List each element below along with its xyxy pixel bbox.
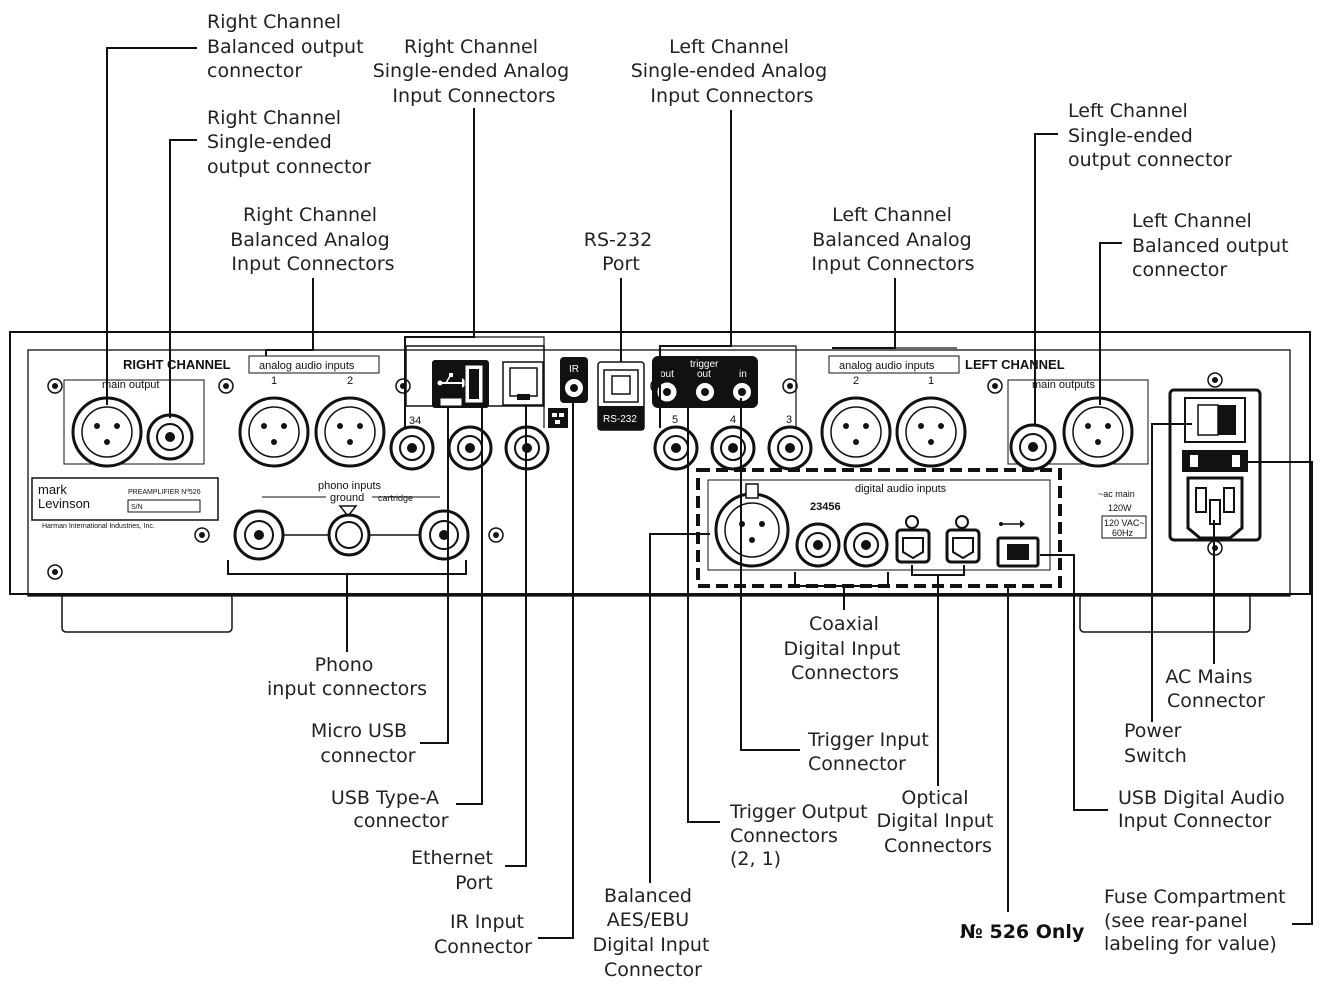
brand-logo-line-2: Levinson: [38, 496, 90, 511]
leader-lines: [106, 47, 1313, 939]
right-se-inputs-number: 34: [409, 415, 421, 427]
model-label: PREAMPLIFIER Nº526: [128, 489, 201, 496]
callout-left-balanced-inputs: Left Channel Balanced Analog Input Conne…: [811, 204, 977, 275]
callout-left-balanced-output: Left Channel Balanced output connector: [1132, 210, 1295, 281]
cartridge-label: cartridge: [378, 493, 413, 503]
fuse-compartment: [1182, 450, 1248, 472]
callout-ir-input: IR Input Connector: [434, 911, 532, 958]
left-balanced-output-xlr: [1062, 396, 1134, 468]
callouts: Right Channel Balanced output connector …: [207, 11, 1295, 981]
callout-trigger-input: Trigger Input Connector: [807, 729, 935, 775]
left-foot: [61, 593, 233, 633]
rear-panel: RIGHT CHANNEL LEFT CHANNEL main output: [9, 331, 1311, 633]
right-input-1-label: 1: [271, 375, 277, 387]
phono-input-rca-right: [233, 509, 285, 561]
right-main-output-frame: [63, 379, 205, 465]
right-se-input-rca-2: [447, 425, 493, 471]
callout-right-single-ended-inputs: Right Channel Single-ended Analog Input …: [373, 36, 576, 107]
callout-right-single-ended-output: Right Channel Single-ended output connec…: [207, 107, 371, 178]
optical-input-2: [945, 515, 981, 564]
right-balanced-input-2-xlr: [314, 396, 386, 468]
manufacturer-label: Harman International Industries, Inc.: [42, 523, 155, 530]
right-se-input-rca-1: [389, 425, 435, 471]
optical-input-1: [895, 515, 931, 564]
serial-number-label: S/N: [131, 504, 143, 511]
callout-left-single-ended-inputs: Left Channel Single-ended Analog Input C…: [631, 36, 834, 107]
callout-coaxial: Coaxial Digital Input Connectors: [784, 613, 907, 684]
right-single-ended-output-rca: [146, 413, 194, 461]
usb-digital-audio-input: [996, 520, 1040, 568]
digital-audio-inputs-label: digital audio inputs: [855, 483, 947, 495]
callout-ac-mains: AC Mains Connector: [1165, 666, 1265, 712]
trigger-label: trigger: [690, 359, 719, 370]
left-se-input-rca-4: [710, 425, 756, 471]
trigger-block: [652, 356, 758, 408]
left-se-input-3-label: 3: [786, 414, 792, 426]
callout-optical: Optical Digital Input Connectors: [877, 787, 1000, 857]
callout-ethernet: Ethernet Port: [411, 847, 499, 894]
callout-fuse-compartment: Fuse Compartment (see rear-panel labelin…: [1104, 886, 1292, 955]
phono-input-rca-left: [418, 509, 470, 561]
phono-inputs-label: phono inputs: [318, 480, 381, 492]
callout-aes-ebu: Balanced AES/EBU Digital Input Connector: [593, 885, 716, 981]
brand-plate: [31, 477, 219, 521]
callout-power-switch: Power Switch: [1124, 720, 1188, 767]
callout-left-single-ended-output: Left Channel Single-ended output connect…: [1068, 100, 1232, 171]
main-outputs-label: main outputs: [1032, 379, 1095, 391]
left-se-input-4-label: 4: [730, 414, 736, 426]
callout-usb-type-a: USB Type-A connector: [331, 787, 449, 832]
left-se-input-5-label: 5: [672, 414, 678, 426]
left-input-2-label: 2: [853, 375, 859, 387]
left-balanced-input-1-xlr: [895, 396, 967, 468]
ac-mains-inlet: [1186, 476, 1244, 540]
callout-micro-usb: Micro USB connector: [311, 720, 416, 767]
left-single-ended-output-rca: [1009, 423, 1057, 471]
left-se-input-rca-3: [767, 425, 813, 471]
coax-input-2: [843, 522, 889, 568]
callout-right-balanced-inputs: Right Channel Balanced Analog Input Conn…: [230, 204, 396, 275]
left-analog-inputs-label: analog audio inputs: [839, 360, 935, 372]
wattage-label: 120W: [1108, 503, 1132, 513]
trigger-in-label: in: [739, 369, 747, 380]
ground-label: ground: [330, 492, 364, 504]
right-balanced-input-1-xlr: [238, 396, 310, 468]
digital-input-numbers: 23456: [810, 501, 841, 513]
callout-rs232: RS-232 Port: [584, 229, 658, 275]
ir-label: IR: [569, 364, 579, 375]
ac-main-label: ~ac main: [1098, 489, 1135, 499]
left-balanced-input-2-xlr: [820, 396, 892, 468]
trigger-out-label-1: out: [660, 369, 674, 380]
main-output-label: main output: [102, 379, 159, 391]
brand-logo-line-1: mark: [38, 482, 67, 497]
micro-usb-port: [439, 397, 463, 407]
callout-no526-only: № 526 Only: [960, 921, 1085, 943]
phono-ground-post: [327, 513, 371, 557]
right-input-2-label: 2: [347, 375, 353, 387]
right-analog-inputs-label: analog audio inputs: [259, 360, 355, 372]
callout-right-balanced-output: Right Channel Balanced output connector: [207, 11, 370, 82]
callout-phono: Phono input connectors: [267, 654, 427, 700]
left-input-1-label: 1: [928, 375, 934, 387]
left-se-input-rca-5: [653, 425, 699, 471]
network-icon: [548, 408, 568, 428]
right-balanced-output-xlr: [71, 396, 143, 468]
left-channel-label: LEFT CHANNEL: [965, 357, 1065, 372]
rs232-label: RS-232: [603, 414, 637, 425]
trigger-out-label-2: out: [697, 369, 711, 380]
right-foot: [1079, 593, 1251, 633]
aes-ebu-xlr-input: [714, 483, 790, 568]
voltage-label: 120 VAC~: [1104, 518, 1145, 528]
callout-usb-digital-audio: USB Digital Audio Input Connector: [1118, 787, 1291, 832]
frequency-label: 60Hz: [1112, 528, 1134, 538]
callout-trigger-output: Trigger Output Connectors (2, 1): [729, 801, 874, 870]
right-channel-label: RIGHT CHANNEL: [123, 357, 231, 372]
coax-input-1: [795, 522, 841, 568]
